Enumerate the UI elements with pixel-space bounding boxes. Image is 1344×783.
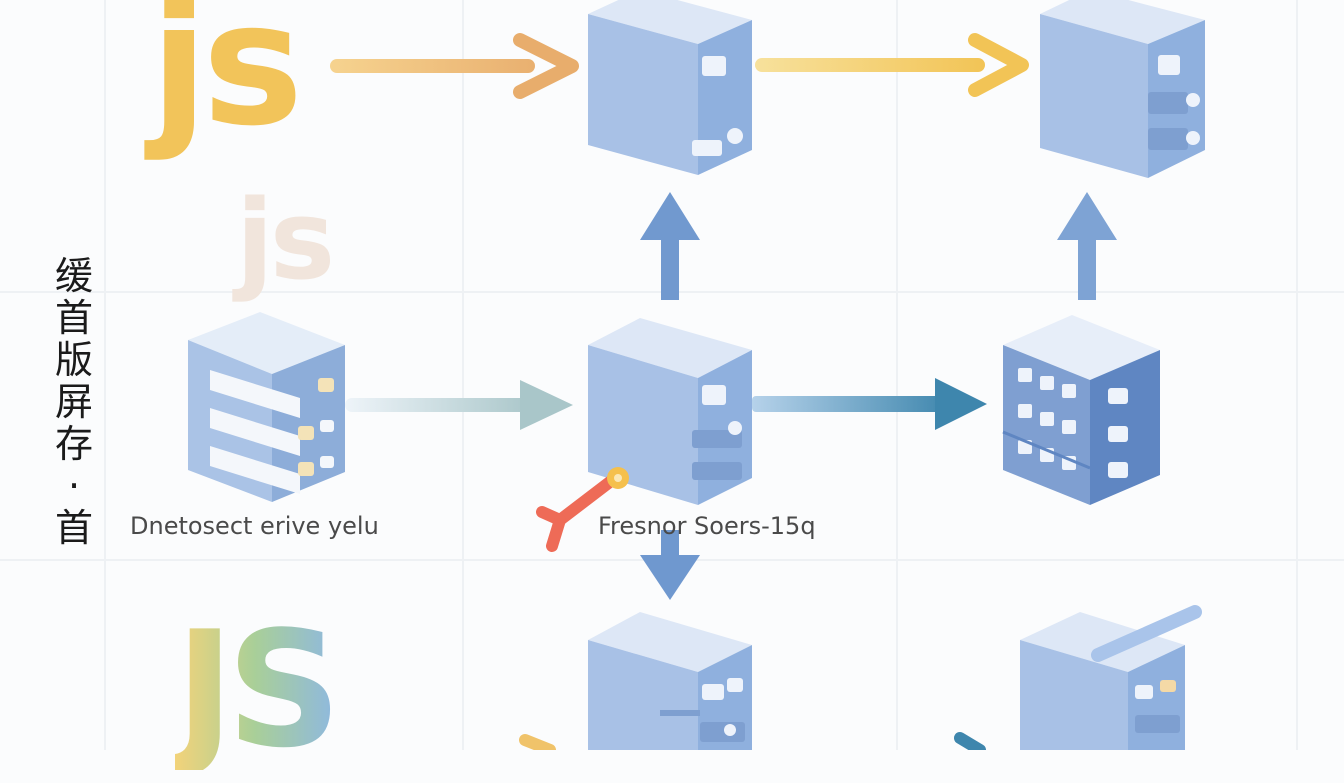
caption-server: Fresnor Soers-15q xyxy=(598,512,816,540)
arrow-database-to-center xyxy=(345,380,573,430)
wrench-icon xyxy=(536,467,629,552)
server-icon-bottom-center xyxy=(588,612,752,750)
arrow-server-top-to-server-top-right xyxy=(755,33,1029,97)
arrow-bottom-left-stub xyxy=(519,734,556,750)
arrow-bottom-right-stub xyxy=(954,732,986,750)
vertical-title: 缓首版屏存·首 xyxy=(54,254,93,550)
server-icon-top-right xyxy=(1040,0,1205,178)
js-logo-icon-top: js xyxy=(150,0,303,164)
server-icon-middle-center xyxy=(588,318,752,505)
arrow-js-to-server-top xyxy=(330,33,579,99)
caption-database: Dnetosect erive yelu xyxy=(130,512,379,540)
arrow-center-to-building xyxy=(752,378,987,430)
arrow-up-center xyxy=(640,192,700,300)
database-icon xyxy=(188,312,345,502)
server-icon-top-center xyxy=(588,0,752,175)
arrow-down-center xyxy=(640,530,700,600)
building-icon xyxy=(1002,315,1160,505)
js-logo-icon-bottom: JS xyxy=(175,596,342,783)
arrow-up-right xyxy=(1057,192,1117,300)
printer-server-icon-bottom-right xyxy=(1020,605,1202,750)
diagram-canvas xyxy=(0,0,1344,750)
js-logo-icon-faded: js xyxy=(236,176,335,304)
